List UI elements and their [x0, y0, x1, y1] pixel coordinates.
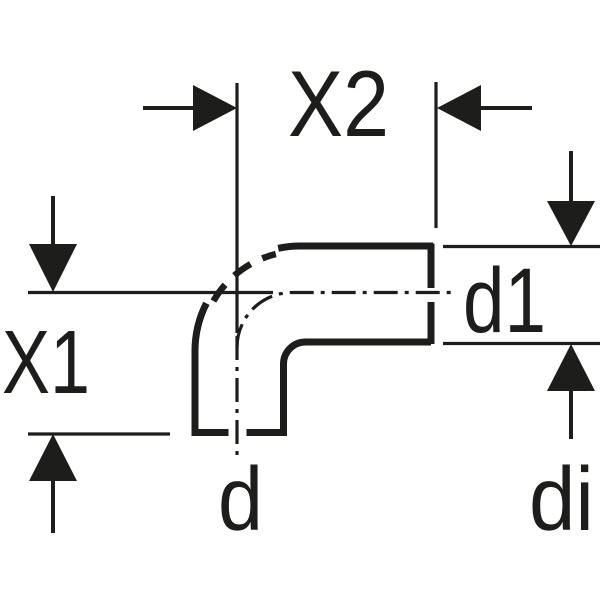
d1-arrow-down-head	[547, 201, 595, 246]
dimension-d1: d1	[443, 151, 600, 352]
elbow-outer-arc-upper-top-edge	[277, 242, 433, 252]
x2-arrow-right-head	[193, 85, 237, 131]
di-arrow-up-head	[547, 344, 595, 391]
d1-arrow-down	[547, 151, 595, 246]
label-d: d	[218, 450, 263, 550]
x1-arrow-down-head	[29, 244, 77, 292]
elbow-inner-contour	[280, 338, 431, 436]
x1-arrow-down	[29, 196, 77, 292]
label-di: di	[529, 450, 594, 550]
label-x2: X2	[288, 51, 389, 156]
dimension-x2: X2	[143, 51, 532, 228]
elbow-outline	[191, 242, 435, 436]
x1-arrow-up	[29, 434, 77, 533]
x2-arrow-left	[437, 85, 532, 131]
x2-arrow-right	[143, 85, 237, 131]
dimension-di: di	[443, 341, 600, 550]
dimension-d: d	[218, 450, 263, 550]
di-arrow-up	[547, 344, 595, 439]
elbow-hidden-bore-arc	[210, 250, 277, 303]
x1-arrow-up-head	[29, 434, 77, 481]
label-x1: X1	[2, 313, 90, 413]
label-d1: d1	[463, 250, 546, 352]
centerline-bend-horizontal	[235, 290, 453, 348]
elbow-outer-arc-lower	[191, 301, 210, 436]
x2-arrow-left-head	[437, 85, 481, 131]
dimension-x1: X1	[2, 196, 273, 533]
